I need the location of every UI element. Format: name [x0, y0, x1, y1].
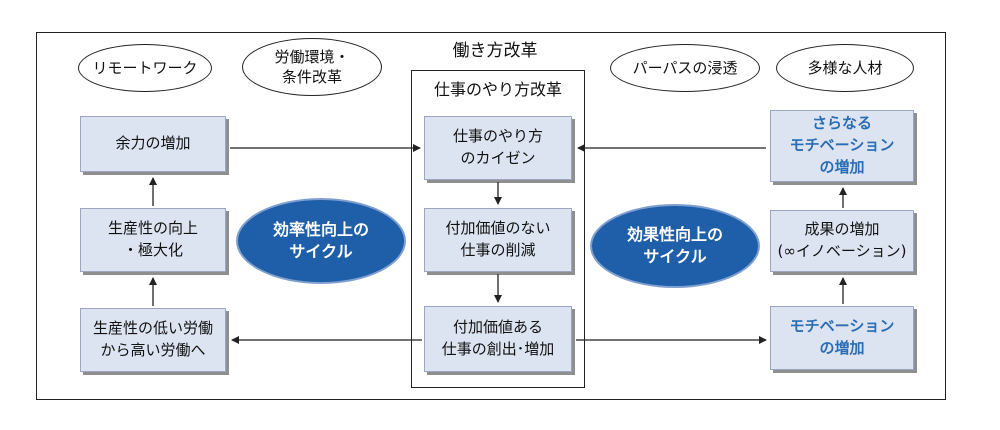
oval-purpose: パーパスの浸透: [610, 44, 760, 92]
diagram-title: 働き方改革: [452, 41, 538, 61]
oval-diverse-talent: 多様な人材: [776, 44, 914, 92]
box-results-increase: 成果の増加 (∞イノベーション): [770, 210, 914, 272]
oval-remote-work: リモートワーク: [78, 44, 212, 92]
box-motivation-increase: モチベーション の増加: [770, 306, 914, 370]
box-labor-shift: 生産性の低い労働 から高い労働へ: [80, 308, 226, 372]
box-productivity-improvement: 生産性の向上 ・極大化: [80, 208, 226, 272]
efficiency-cycle-ellipse: 効率性向上の サイクル: [236, 198, 406, 284]
box-reduce-non-value-work: 付加価値のない 仕事の削減: [424, 208, 572, 272]
box-work-kaizen: 仕事のやり方 のカイゼン: [424, 116, 572, 180]
oval-labor-reform: 労働環境・ 条件改革: [242, 38, 382, 96]
center-title: 仕事のやり方改革: [433, 80, 562, 99]
box-capacity-increase: 余力の増加: [80, 116, 226, 172]
effectiveness-cycle-ellipse: 効果性向上の サイクル: [590, 204, 760, 288]
outer-frame: [36, 32, 946, 400]
box-further-motivation: さらなる モチベーション の増加: [770, 110, 914, 182]
box-create-value-work: 付加価値ある 仕事の創出･増加: [424, 306, 572, 372]
